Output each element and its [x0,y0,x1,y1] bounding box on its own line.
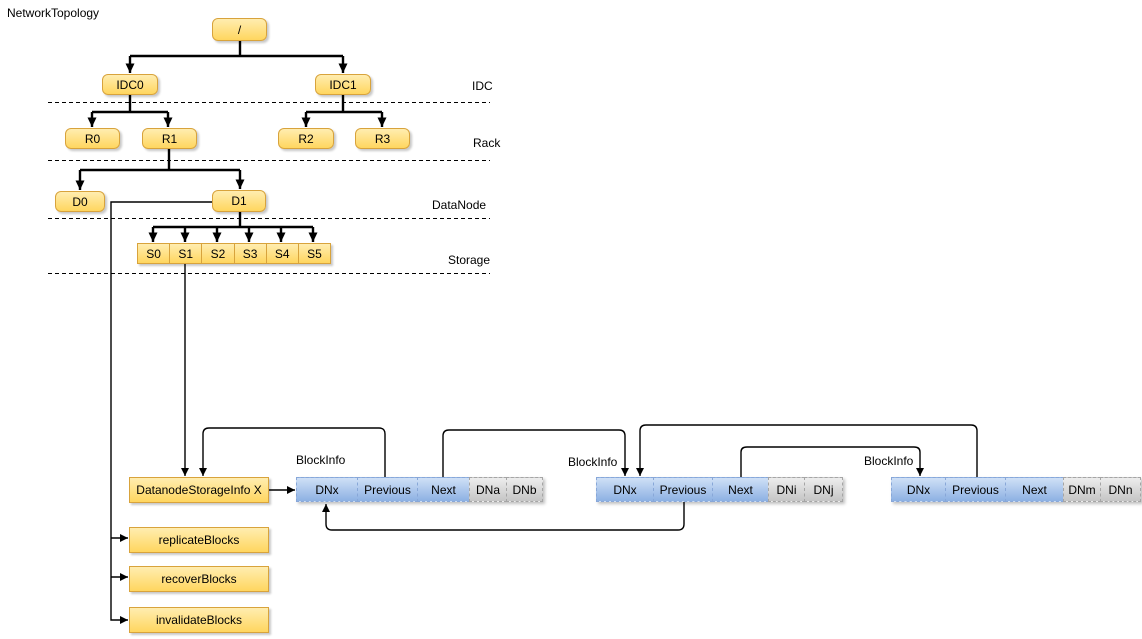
cell-dni: DNi [768,477,805,502]
node-root: / [212,18,267,41]
cell-dnb: DNb [506,477,543,502]
storage-cell-s3: S3 [233,243,267,264]
cell-next: Next [417,477,470,502]
pointer-edges [110,201,978,624]
level-label-idc: IDC [472,79,493,93]
blockinfo-label-3: BlockInfo [864,454,914,468]
storage-cell-s5: S5 [297,243,332,264]
blockinfo-label-1: BlockInfo [296,453,346,467]
cell-dnx: DNx [596,477,654,502]
datanode-storage-info-box: DatanodeStorageInfo X [129,477,269,503]
node-idc0: IDC0 [102,74,158,95]
level-label-storage: Storage [448,253,491,267]
storage-cell-s2: S2 [201,243,235,264]
diagram-title: NetworkTopology [7,6,100,20]
level-label-rack: Rack [473,136,501,150]
cell-dnn: DNn [1100,477,1141,502]
node-r2: R2 [278,128,334,149]
cell-previous: Previous [357,477,418,502]
node-d1: D1 [212,190,266,212]
cell-dnm: DNm [1063,477,1101,502]
invalidate-blocks-box: invalidateBlocks [129,607,269,633]
storage-cell-s4: S4 [265,243,299,264]
cell-previous: Previous [653,477,713,502]
recover-blocks-box: recoverBlocks [129,566,269,592]
cell-dnx: DNx [296,477,358,502]
node-idc1: IDC1 [315,74,371,95]
cell-next: Next [1005,477,1064,502]
blockinfo-label-2: BlockInfo [568,455,618,469]
cell-dnj: DNj [804,477,843,502]
node-d0: D0 [55,191,105,212]
node-r0: R0 [65,128,120,149]
blockinfo-row-3: DNx Previous Next DNm DNn [891,477,1141,502]
blockinfo-row-2: DNx Previous Next DNi DNj [596,477,843,502]
tree-edges [75,41,387,242]
cell-dnx: DNx [891,477,946,502]
replicate-blocks-box: replicateBlocks [129,527,269,553]
storage-cell-s1: S1 [169,243,203,264]
node-r3: R3 [355,128,410,149]
level-label-datanode: DataNode [432,198,487,212]
node-r1: R1 [142,128,197,149]
cell-previous: Previous [945,477,1006,502]
blockinfo-row-1: DNx Previous Next DNa DNb [296,477,543,502]
level-separator-lines [48,102,490,274]
storage-strip: S0 S1 S2 S3 S4 S5 [137,243,332,264]
cell-next: Next [712,477,769,502]
storage-cell-s0: S0 [137,243,171,264]
cell-dna: DNa [469,477,507,502]
